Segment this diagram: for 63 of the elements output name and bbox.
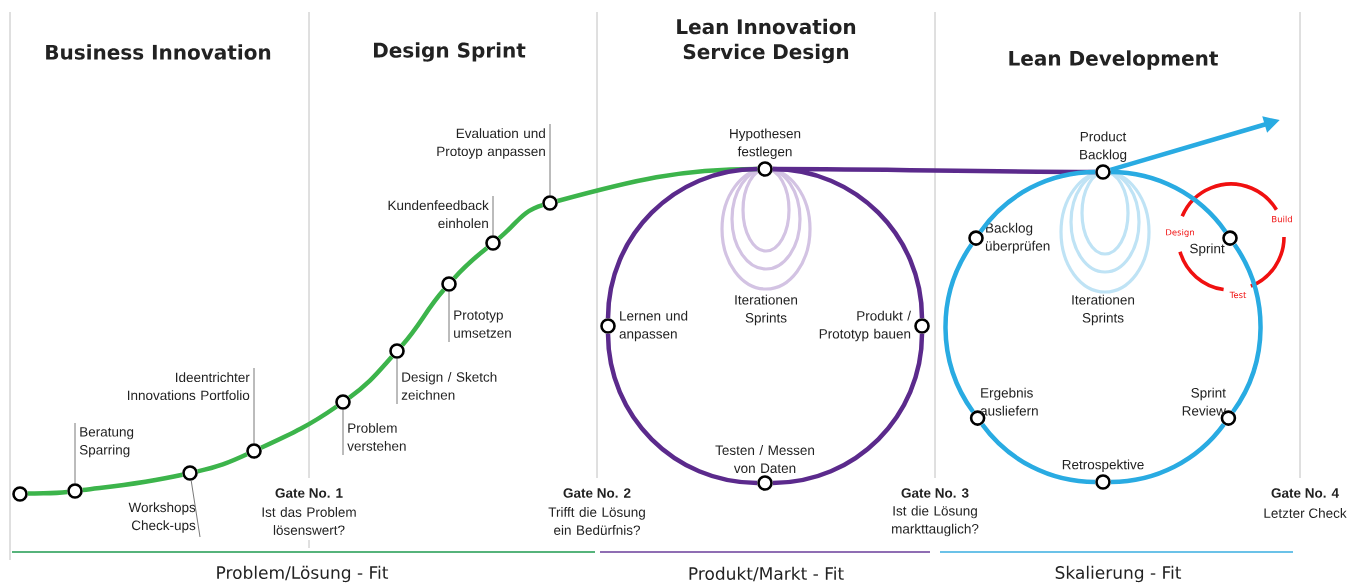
leader-line [448,291,450,343]
cycle-label: Design [1166,228,1194,238]
step-label: Beratung Sparring [79,427,134,458]
curve-segment [497,202,544,240]
gate-title: Gate No. 4 [1271,488,1339,498]
milestone-marker [441,276,457,292]
gate-title: Gate No. 2 [563,488,631,498]
curve-segment [197,452,248,474]
curve-segment [772,333,925,486]
leader-line [549,123,551,196]
curve-segment [27,489,68,496]
gate-title: Gate No. 1 [275,488,343,498]
gate-title: Gate No. 3 [901,488,969,498]
curve-segment [605,333,758,486]
gate-question: Ist die Lösung markttauglich? [892,505,979,537]
milestone-marker [12,486,28,502]
section-heading: Lean Innovation Service Design [677,18,856,64]
curve-segment [1231,243,1263,413]
step-label: Problem verstehen [347,422,406,451]
curve-segment [605,166,758,319]
cycle-label: Build [1272,215,1292,223]
step-label: Kundenfeedback einholen [388,200,489,229]
curve-segment [260,404,338,450]
curve-segment [348,355,394,400]
milestone-marker [67,483,83,499]
phase-label: Problem/Lösung - Fit [217,565,389,583]
phase-label: Skalierung - Fit [1055,565,1182,583]
curve-segment [978,169,1096,234]
section-heading: Design Sprint [374,42,526,62]
milestone-marker [246,443,262,459]
milestone-marker [485,235,501,251]
section-heading: Lean Development [1009,50,1218,70]
step-label: Workshops Check-ups [128,502,196,533]
leader-line [74,422,76,484]
phase-label: Produkt/Markt - Fit [689,566,844,582]
curve-segment [452,246,489,280]
leader-line [492,195,494,236]
section-heading: Business Innovation [46,44,271,60]
leader-line [396,358,398,405]
cycle-label: Test [1229,291,1247,299]
curve-segment [943,243,975,413]
milestone-marker [335,394,351,410]
iteration-label: Iterationen Sprints [1072,294,1135,326]
step-label: Evaluation und Protoyp anpassen [437,128,545,159]
curve-segment [980,423,1096,485]
leader-line [342,409,344,456]
curve-segment [400,288,446,347]
milestone-marker [542,195,558,211]
leader-line [190,480,201,538]
step-label: Ideentrichter Innovations Portfolio [127,372,250,401]
gate-question: Trifft die Lösung ein Bedürfnis? [548,507,645,535]
step-label: Prototyp umsetzen [454,310,511,338]
curve-segment [772,166,925,319]
milestone-marker [182,465,198,481]
curve-segment [1110,423,1226,485]
leader-line [253,367,255,444]
step-label: Design / Sketch zeichnen [401,371,497,400]
milestone-marker [389,343,405,359]
gate-question: Letzter Check [1264,508,1347,518]
curve-segment [1110,169,1228,234]
gate-question: Ist das Problem lösenswert? [262,507,356,535]
iteration-label: Iterationen Sprints [735,294,798,326]
curve-segment [82,472,183,493]
